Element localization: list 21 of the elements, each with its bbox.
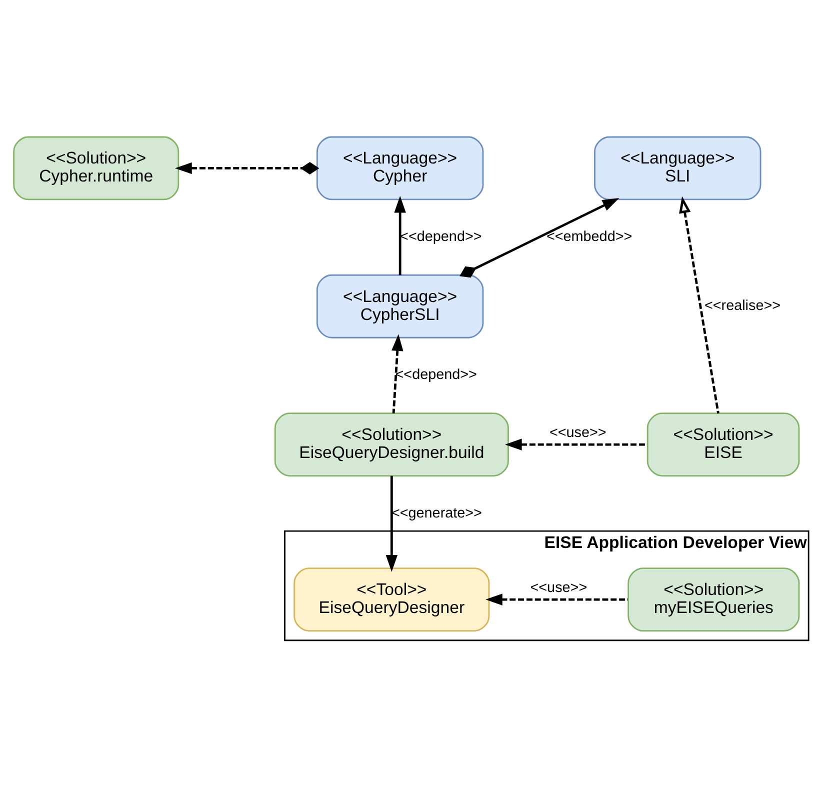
edge-label: <<embedd>>: [546, 229, 632, 246]
edge-label: <<realise>>: [704, 298, 780, 314]
node-box: <<Language>> CypherSLI: [316, 274, 484, 338]
arrow: [485, 594, 628, 606]
node-box: <<Solution>> myEISEQueries: [627, 568, 800, 632]
arrow: [459, 198, 619, 278]
node-box: <<Tool>> EiseQueryDesigner: [293, 568, 490, 632]
edge-label: <<use>>: [530, 580, 587, 596]
arrow: [391, 334, 403, 414]
node-box: <<Language>> Cypher: [316, 136, 484, 200]
arrow: [394, 196, 406, 276]
arrow: [504, 438, 647, 450]
node-box: <<Solution>> EISE: [646, 412, 800, 477]
edge-label: <<use>>: [548, 424, 606, 441]
node-box: <<Language>> SLI: [594, 136, 761, 200]
edge-label: <<depend>>: [394, 367, 476, 384]
arrow: [678, 196, 719, 414]
arrow: [385, 476, 398, 572]
arrow: [174, 162, 319, 174]
node-box: <<Solution>> EiseQueryDesigner.build: [274, 412, 508, 477]
node-box: <<Solution>> Cypher.runtime: [12, 136, 179, 200]
